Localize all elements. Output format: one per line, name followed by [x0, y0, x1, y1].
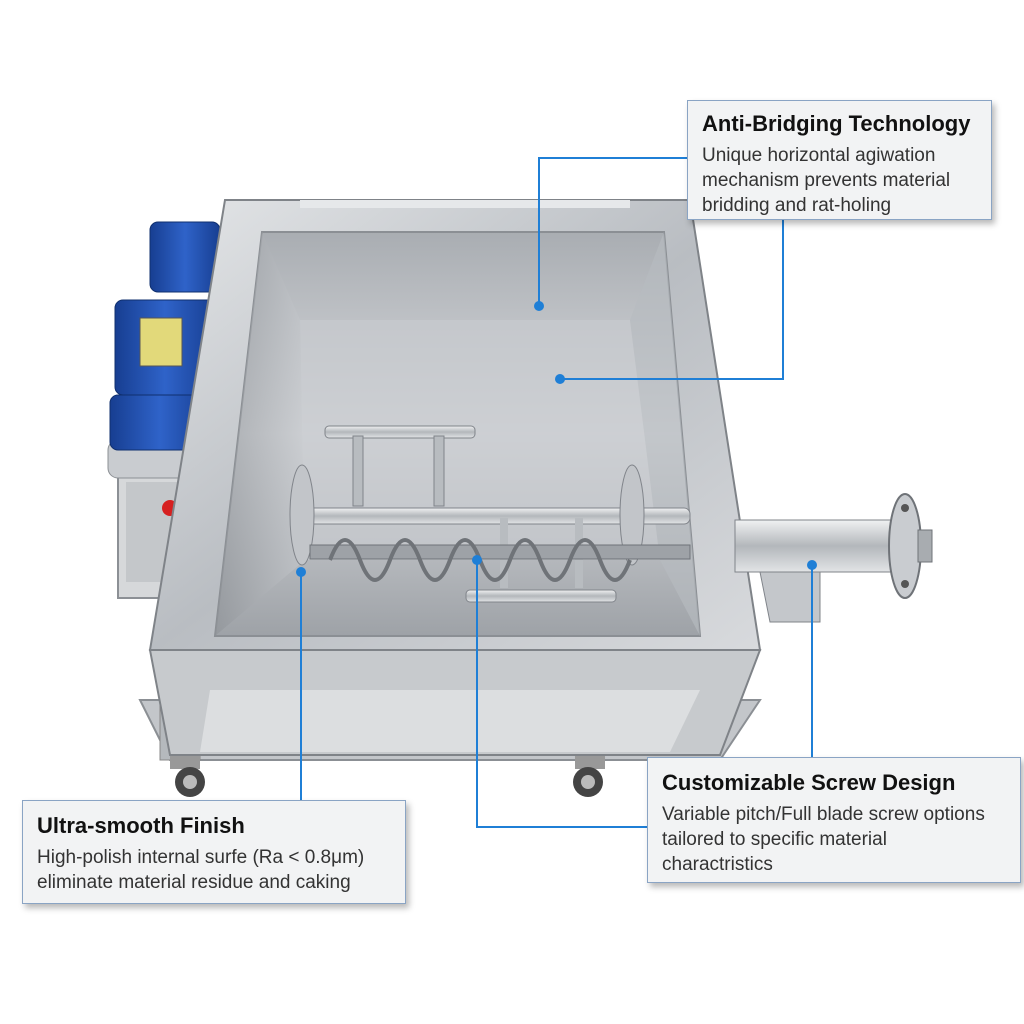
- callout-screw-design: Customizable Screw Design Variable pitch…: [647, 757, 1021, 883]
- callout-body: High-polish internal surfe (Ra < 0.8μm) …: [37, 847, 365, 893]
- caster-wheel: [170, 755, 205, 797]
- callout-title: Customizable Screw Design: [662, 770, 956, 795]
- leader-dots: [296, 301, 817, 577]
- hopper: [148, 199, 762, 756]
- callout-anti-bridging: Anti-Bridging Technology Unique horizont…: [687, 100, 992, 220]
- callout-title: Ultra-smooth Finish: [37, 813, 245, 838]
- callout-ultra-smooth-finish: Ultra-smooth Finish High-polish internal…: [22, 800, 406, 904]
- discharge-pipe: [734, 493, 933, 623]
- caster-wheel: [573, 755, 605, 797]
- callout-body: Variable pitch/Full blade screw options …: [662, 804, 985, 875]
- callout-title: Anti-Bridging Technology: [702, 111, 971, 136]
- agitator: [289, 425, 691, 603]
- motor: [109, 221, 221, 451]
- leader-lines: [300, 157, 813, 828]
- callout-body: Unique horizontal agiwation mechanism pr…: [702, 145, 951, 216]
